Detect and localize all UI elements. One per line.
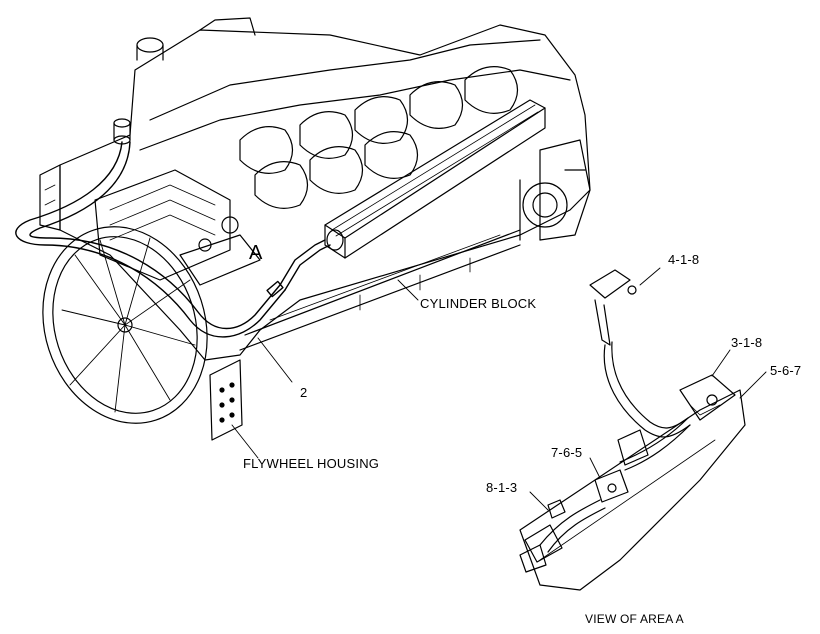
part-5-6-7-callout: 5-6-7 — [770, 363, 802, 378]
part-8-1-3-callout: 8-1-3 — [486, 480, 518, 495]
detail-view-area-a — [519, 269, 746, 591]
view-of-area-a-caption: VIEW OF AREA A — [585, 612, 684, 626]
flywheel-housing-label: FLYWHEEL HOUSING — [243, 456, 380, 471]
part-3-1-8-callout: 3-1-8 — [731, 335, 763, 350]
part-4-1-8-callout: 4-1-8 — [668, 252, 700, 267]
cylinder-block-label: CYLINDER BLOCK — [420, 296, 537, 311]
area-a-marker: A — [249, 242, 263, 264]
flywheel-housing — [209, 359, 243, 441]
item-2-callout: 2 — [300, 385, 308, 400]
part-7-6-5-callout: 7-6-5 — [551, 445, 583, 460]
leader-lines — [231, 267, 767, 511]
hose-item-2 — [15, 141, 331, 338]
engine-assembly — [39, 17, 591, 361]
